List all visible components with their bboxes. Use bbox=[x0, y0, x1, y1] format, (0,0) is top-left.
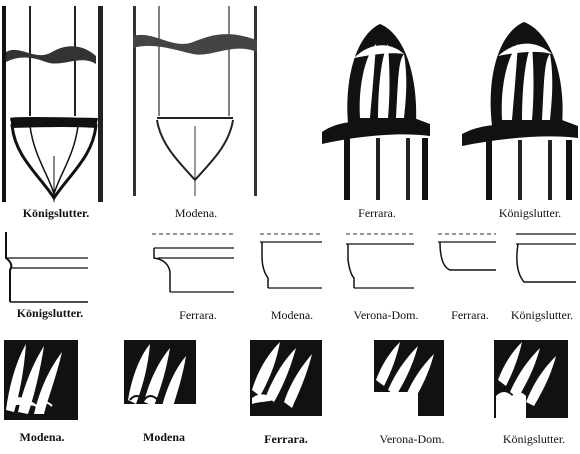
caption-ferrara-3: Ferrara. bbox=[451, 308, 489, 322]
profile-drawing-koenigslutter-2 bbox=[512, 230, 578, 292]
profile-drawing-modena bbox=[258, 230, 324, 292]
caption-koenigslutter-5: Königslutter. bbox=[502, 432, 566, 446]
capital-drawing-ferrara-1 bbox=[318, 14, 436, 200]
profile-drawing-ferrara-2 bbox=[436, 230, 498, 274]
caption-modena-1: Modena. bbox=[174, 206, 218, 220]
leaf-detail-modena-2 bbox=[124, 340, 196, 416]
caption-koenigslutter-3: Königslutter. bbox=[16, 306, 84, 320]
capital-drawing-modena-1 bbox=[133, 6, 259, 196]
caption-ferrara-2: Ferrara. bbox=[179, 308, 217, 322]
caption-koenigslutter-2: Königslutter. bbox=[498, 206, 562, 220]
caption-modena-4: Modena bbox=[143, 430, 185, 444]
caption-modena-3: Modena. bbox=[19, 430, 65, 444]
capital-drawing-koenigslutter-1 bbox=[0, 6, 108, 202]
leaf-detail-verona-dom bbox=[374, 340, 444, 416]
caption-ferrara-4: Ferrara. bbox=[264, 432, 308, 446]
leaf-detail-koenigslutter bbox=[494, 340, 568, 418]
profile-drawing-ferrara bbox=[148, 230, 236, 294]
caption-koenigslutter-4: Königslutter. bbox=[510, 308, 574, 322]
profile-drawing-koenigslutter bbox=[2, 228, 90, 304]
profile-drawing-verona-dom bbox=[344, 230, 416, 292]
capital-drawing-koenigslutter-2 bbox=[462, 14, 580, 200]
caption-ferrara-1: Ferrara. bbox=[358, 206, 396, 220]
caption-verona-dom-2: Verona-Dom. bbox=[379, 432, 445, 446]
caption-verona-dom-1: Verona-Dom. bbox=[353, 308, 419, 322]
leaf-detail-ferrara bbox=[250, 340, 322, 416]
leaf-detail-modena-1 bbox=[4, 340, 78, 420]
caption-modena-2: Modena. bbox=[270, 308, 314, 322]
caption-koenigslutter-1: Königslutter. bbox=[22, 206, 90, 220]
